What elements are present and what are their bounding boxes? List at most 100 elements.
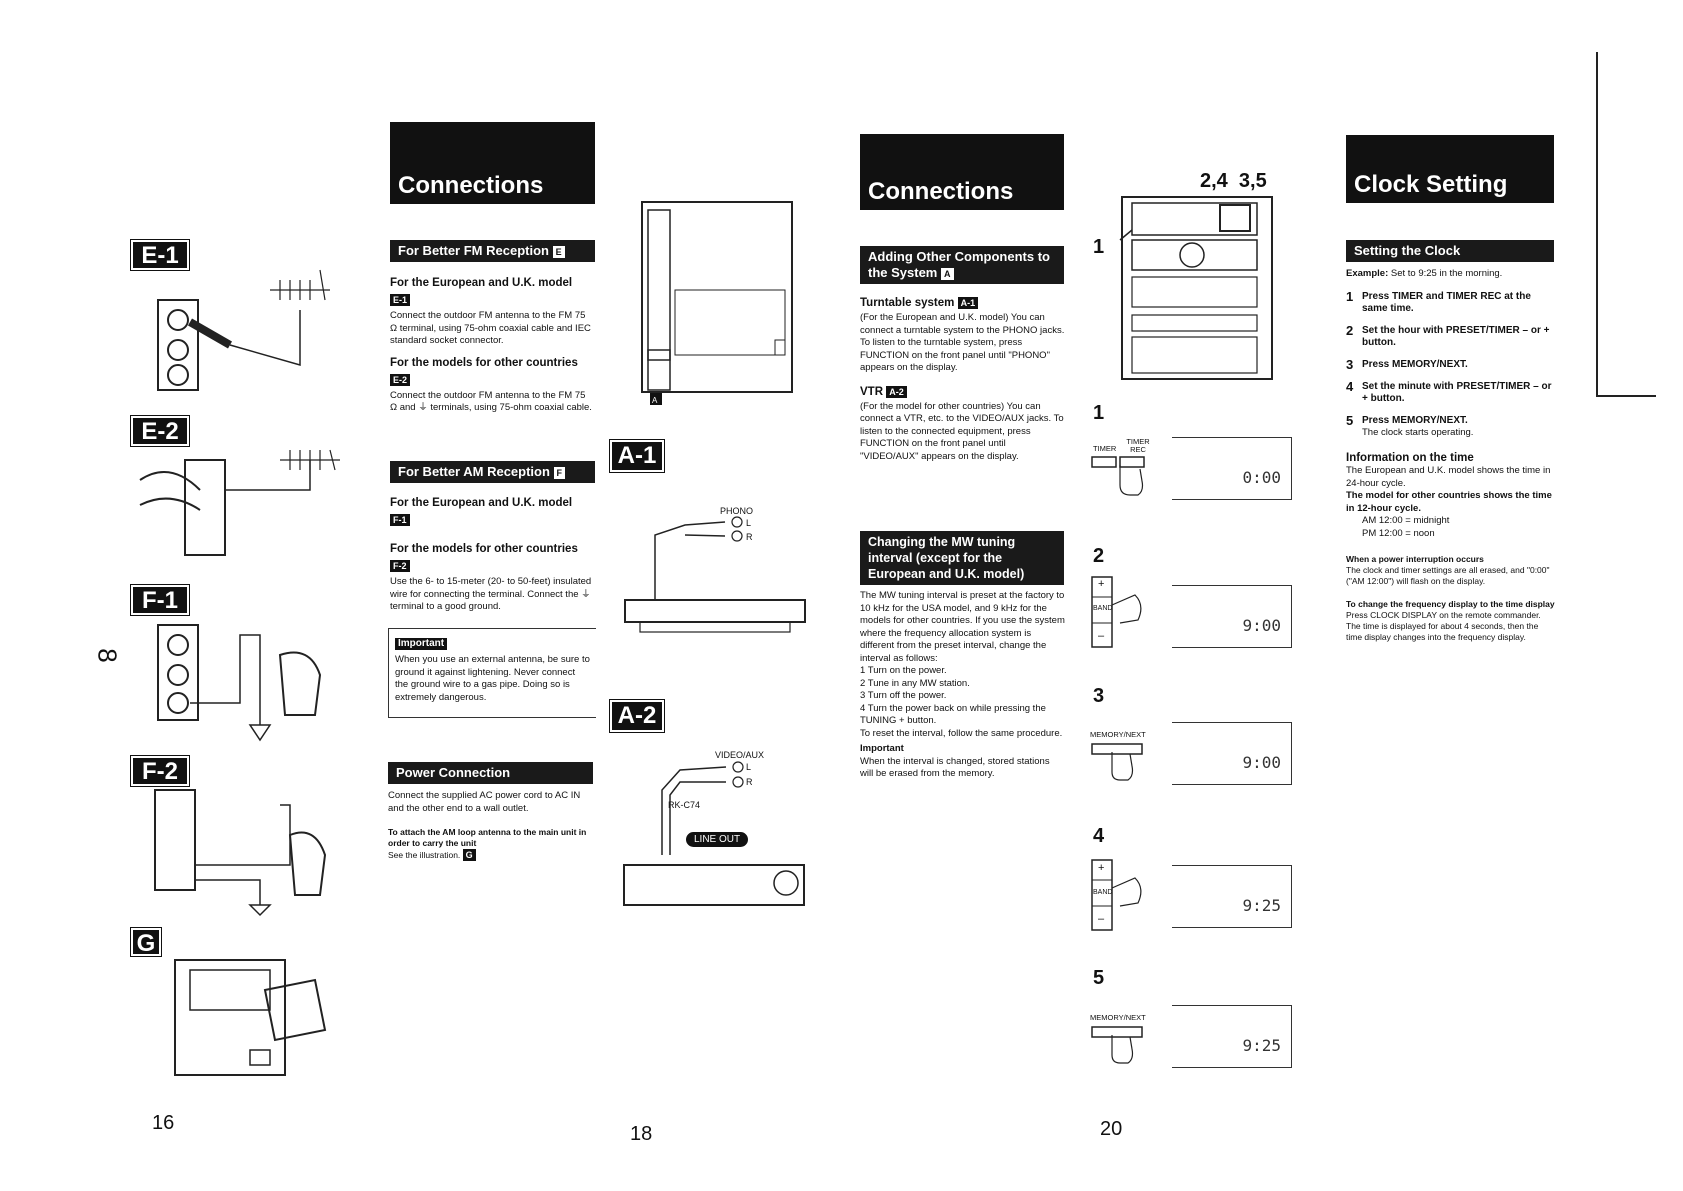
am-other-text: Use the 6- to 15-meter (20- to 50-feet) … <box>390 576 592 612</box>
page-number-18: 18 <box>630 1123 653 1145</box>
time-info-title: Information on the time <box>1346 452 1474 464</box>
clock-step-num-4: 4 <box>1093 825 1105 847</box>
connections-title-block-right: Connections <box>860 134 1064 210</box>
turntable-title-text: Turntable system <box>860 297 955 309</box>
clock-instruction-text-3: Press MEMORY/NEXT. <box>1362 358 1468 370</box>
turntable-connection-illustration <box>624 516 806 633</box>
timer-button-label: TIMER <box>1093 444 1117 453</box>
turntable-badge: A-1 <box>957 297 979 309</box>
adding-heading-text: Adding Other Components to the System <box>868 249 1050 280</box>
page-title-connections-right: Connections <box>868 178 1014 205</box>
clock-display-value-4: 9:25 <box>1242 896 1281 915</box>
time-info-24h: The European and U.K. model shows the ti… <box>1346 465 1551 489</box>
clock-display-value-1: 0:00 <box>1242 468 1281 487</box>
minus-button-label-4: – <box>1098 913 1105 925</box>
important-text: When you use an external antenna, be sur… <box>395 654 590 703</box>
band-button-label-4: BAND <box>1093 889 1113 896</box>
am-midnight-line: AM 12:00 = midnight <box>1362 515 1450 526</box>
plus-button-label-4: + <box>1098 862 1105 874</box>
pm-noon-line: PM 12:00 = noon <box>1362 527 1435 539</box>
fm-other-badge: E-2 <box>390 373 411 386</box>
mw-section: The MW tuning interval is preset at the … <box>860 590 1065 781</box>
power-note-body: See the illustration. <box>388 850 461 860</box>
clock-display-step-4: 9:25 <box>1172 865 1292 928</box>
clock-display-step-5: 9:25 <box>1172 1005 1292 1068</box>
fm-antenna-illustration-e1 <box>157 269 330 391</box>
figure-label-f2: F-2 <box>130 755 190 787</box>
power-interruption-title: When a power interruption occurs <box>1346 554 1484 564</box>
fm-eu-title: For the European and U.K. model <box>390 277 573 289</box>
vtr-connection-illustration <box>623 761 805 906</box>
am-antenna-illustration-f1 <box>157 624 322 742</box>
minus-button-label-2: – <box>1098 630 1105 642</box>
clock-step-num-2: 2 <box>1093 545 1105 567</box>
vtr-title: VTR A-2 <box>860 385 1065 399</box>
timer-rec-button-label: TIMER REC <box>1126 437 1150 454</box>
binding-line-vertical <box>1596 52 1598 397</box>
fm-reception-heading: For Better FM Reception E <box>390 240 595 262</box>
mw-important-label: Important <box>860 743 904 754</box>
important-box: Important When you use an external anten… <box>388 628 596 718</box>
clock-step-num-1: 1 <box>1093 402 1105 424</box>
callout-left: 1 <box>1093 236 1105 258</box>
figure-label-a1: A-1 <box>609 439 665 473</box>
page-title-connections-left: Connections <box>398 172 544 199</box>
am-reception-heading: For Better AM Reception F <box>390 461 595 483</box>
mw-important-text: When the interval is changed, stored sta… <box>860 755 1050 780</box>
figure-label-e2: E-2 <box>130 415 190 447</box>
clock-instruction-text-5: Press MEMORY/NEXT. <box>1362 414 1468 426</box>
loop-antenna-attach-illustration <box>174 959 327 1076</box>
adding-components-heading: Adding Other Components to the System A <box>860 246 1064 284</box>
memory-next-press-icon-3 <box>1091 743 1143 781</box>
band-button-label-2: BAND <box>1093 605 1113 612</box>
important-label: Important <box>395 638 448 650</box>
page-number-20: 20 <box>1100 1118 1123 1140</box>
fm-section: For the European and U.K. model E-1 Conn… <box>390 268 595 415</box>
frequency-display-title: To change the frequency display to the t… <box>1346 599 1555 609</box>
clock-display-step-1: 0:00 <box>1172 437 1292 500</box>
mw-step-1: 1 Turn on the power. <box>860 665 947 676</box>
connections-title-block-left: Connections <box>390 122 595 204</box>
clock-display-step-3: 9:00 <box>1172 722 1292 785</box>
mw-reset: To reset the interval, follow the same p… <box>860 727 1063 739</box>
main-unit-front-illustration <box>1119 196 1273 380</box>
am-heading-badge: F <box>553 467 566 479</box>
timer-buttons-press-icon <box>1091 456 1145 496</box>
figure-label-g: G <box>130 927 162 957</box>
mw-step-3: 3 Turn off the power. <box>860 690 947 701</box>
am-eu-title: For the European and U.K. model <box>390 497 573 509</box>
page-title-clock-setting: Clock Setting <box>1354 171 1508 198</box>
am-other-badge: F-2 <box>390 560 410 572</box>
videoaux-label: VIDEO/AUX <box>715 750 765 760</box>
frequency-display-text: Press CLOCK DISPLAY on the remote comman… <box>1346 610 1541 642</box>
clock-title-block: Clock Setting <box>1346 135 1554 203</box>
mw-intro: The MW tuning interval is preset at the … <box>860 590 1065 664</box>
power-note-text: See the illustration. G <box>388 849 593 861</box>
phono-l-label: L <box>746 518 752 528</box>
clock-instruction-text-2: Set the hour with PRESET/TIMER – or + bu… <box>1362 324 1550 348</box>
clock-display-value-5: 9:25 <box>1242 1036 1281 1055</box>
clock-instruction-num-1: 1 <box>1346 288 1354 304</box>
rear-panel-badge: A <box>652 396 658 405</box>
phono-r-label: R <box>746 532 753 542</box>
clock-display-step-2: 9:00 <box>1172 585 1292 648</box>
memory-next-button-label-5: MEMORY/NEXT <box>1090 1013 1146 1022</box>
mw-step-4: 4 Turn the power back on while pressing … <box>860 702 1046 727</box>
power-text: Connect the supplied AC power cord to AC… <box>388 790 581 814</box>
figure-label-f1: F-1 <box>130 584 190 616</box>
am-eu-badge: F-1 <box>390 514 410 526</box>
page-number-16: 16 <box>152 1112 175 1134</box>
clock-display-value-3: 9:00 <box>1242 753 1281 772</box>
figure-label-e1: E-1 <box>130 239 190 271</box>
rk-cable-label: RK-C74 <box>668 800 701 810</box>
clock-step-num-5: 5 <box>1093 967 1105 989</box>
time-info-12h: The model for other countries shows the … <box>1346 490 1552 514</box>
preset-timer-buttons-icon-2 <box>1091 576 1142 648</box>
setting-clock-heading: Setting the Clock <box>1346 240 1554 262</box>
callout-top: 2,4 3,5 <box>1200 170 1267 192</box>
power-note-badge: G <box>462 849 476 861</box>
turntable-text: (For the European and U.K. model) You ca… <box>860 312 1065 373</box>
